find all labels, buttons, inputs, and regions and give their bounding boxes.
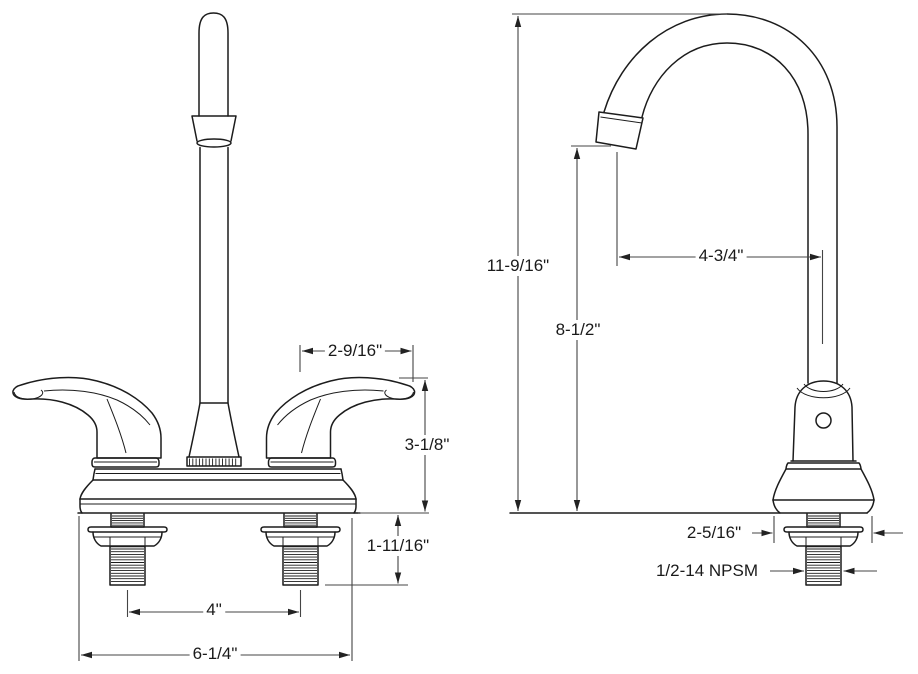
side-spout — [595, 13, 838, 384]
side-view — [509, 13, 875, 586]
dimension-label-handle-height: 3-1/8" — [401, 435, 453, 455]
dimension-label-handle-span: 2-9/16" — [324, 341, 386, 361]
spout-knurl-band — [186, 456, 242, 467]
front-view — [12, 12, 416, 586]
dimension-label-base-width: 6-1/4" — [189, 644, 241, 664]
dimension-label-faucet-centers: 4" — [203, 600, 225, 620]
front-escutcheon — [77, 468, 361, 514]
front-right-shank — [260, 513, 341, 586]
front-left-shank — [87, 513, 168, 586]
dimension-label-spout-clearance: 8-1/2" — [552, 320, 604, 340]
dimension-label-overall-height: 11-9/16" — [483, 256, 553, 276]
thread-hatching — [111, 458, 840, 582]
front-left-handle — [12, 376, 162, 468]
front-spout — [186, 12, 242, 467]
dimension-label-shank-thread: 1/2-14 NPSM — [652, 561, 762, 581]
set-screw-hole — [815, 412, 832, 429]
dimension-label-spout-reach: 4-3/4" — [695, 246, 747, 266]
dimension-label-deck-thickness: 1-11/16" — [363, 536, 433, 556]
dimension-label-base-depth: 2-5/16" — [683, 523, 745, 543]
dimension-lines — [78, 13, 903, 661]
handle-tip-cap — [13, 389, 44, 400]
side-body — [772, 380, 875, 514]
side-shank — [783, 513, 864, 586]
front-right-handle — [265, 376, 416, 468]
